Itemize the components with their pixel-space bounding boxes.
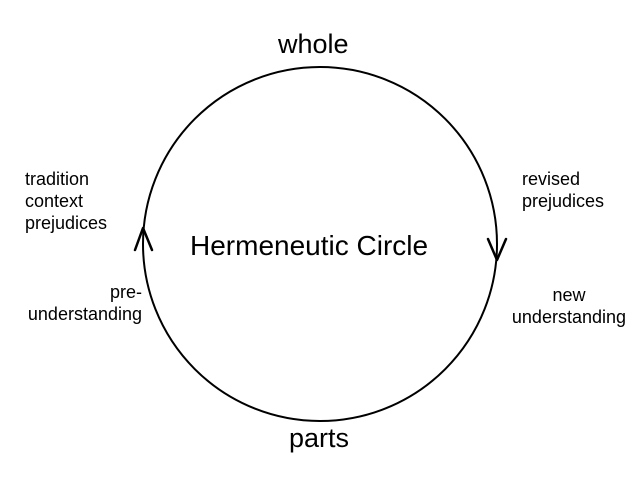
top-label: whole [278,29,349,59]
right-upper-line: revised [522,169,581,189]
right-upper-line: prejudices [522,191,605,211]
left-lower-line: understanding [27,304,142,324]
left-upper-line: prejudices [25,213,108,233]
up-arrow-icon [133,226,154,252]
right-upper-label: revised prejudices [522,168,604,212]
bottom-label: parts [289,423,350,453]
hermeneutic-circle-ring [142,66,498,422]
left-lower-line: pre- [109,282,142,302]
left-upper-line: tradition [25,169,90,189]
right-lower-label: new understanding [512,284,626,328]
left-upper-label: tradition context prejudices [25,168,107,234]
left-lower-label: pre- understanding [28,281,142,325]
left-upper-line: context [25,191,84,211]
right-lower-line: understanding [511,307,626,327]
down-arrow-icon [486,237,508,262]
diagram-title: Hermeneutic Circle [190,230,429,261]
right-lower-line: new [552,285,586,305]
